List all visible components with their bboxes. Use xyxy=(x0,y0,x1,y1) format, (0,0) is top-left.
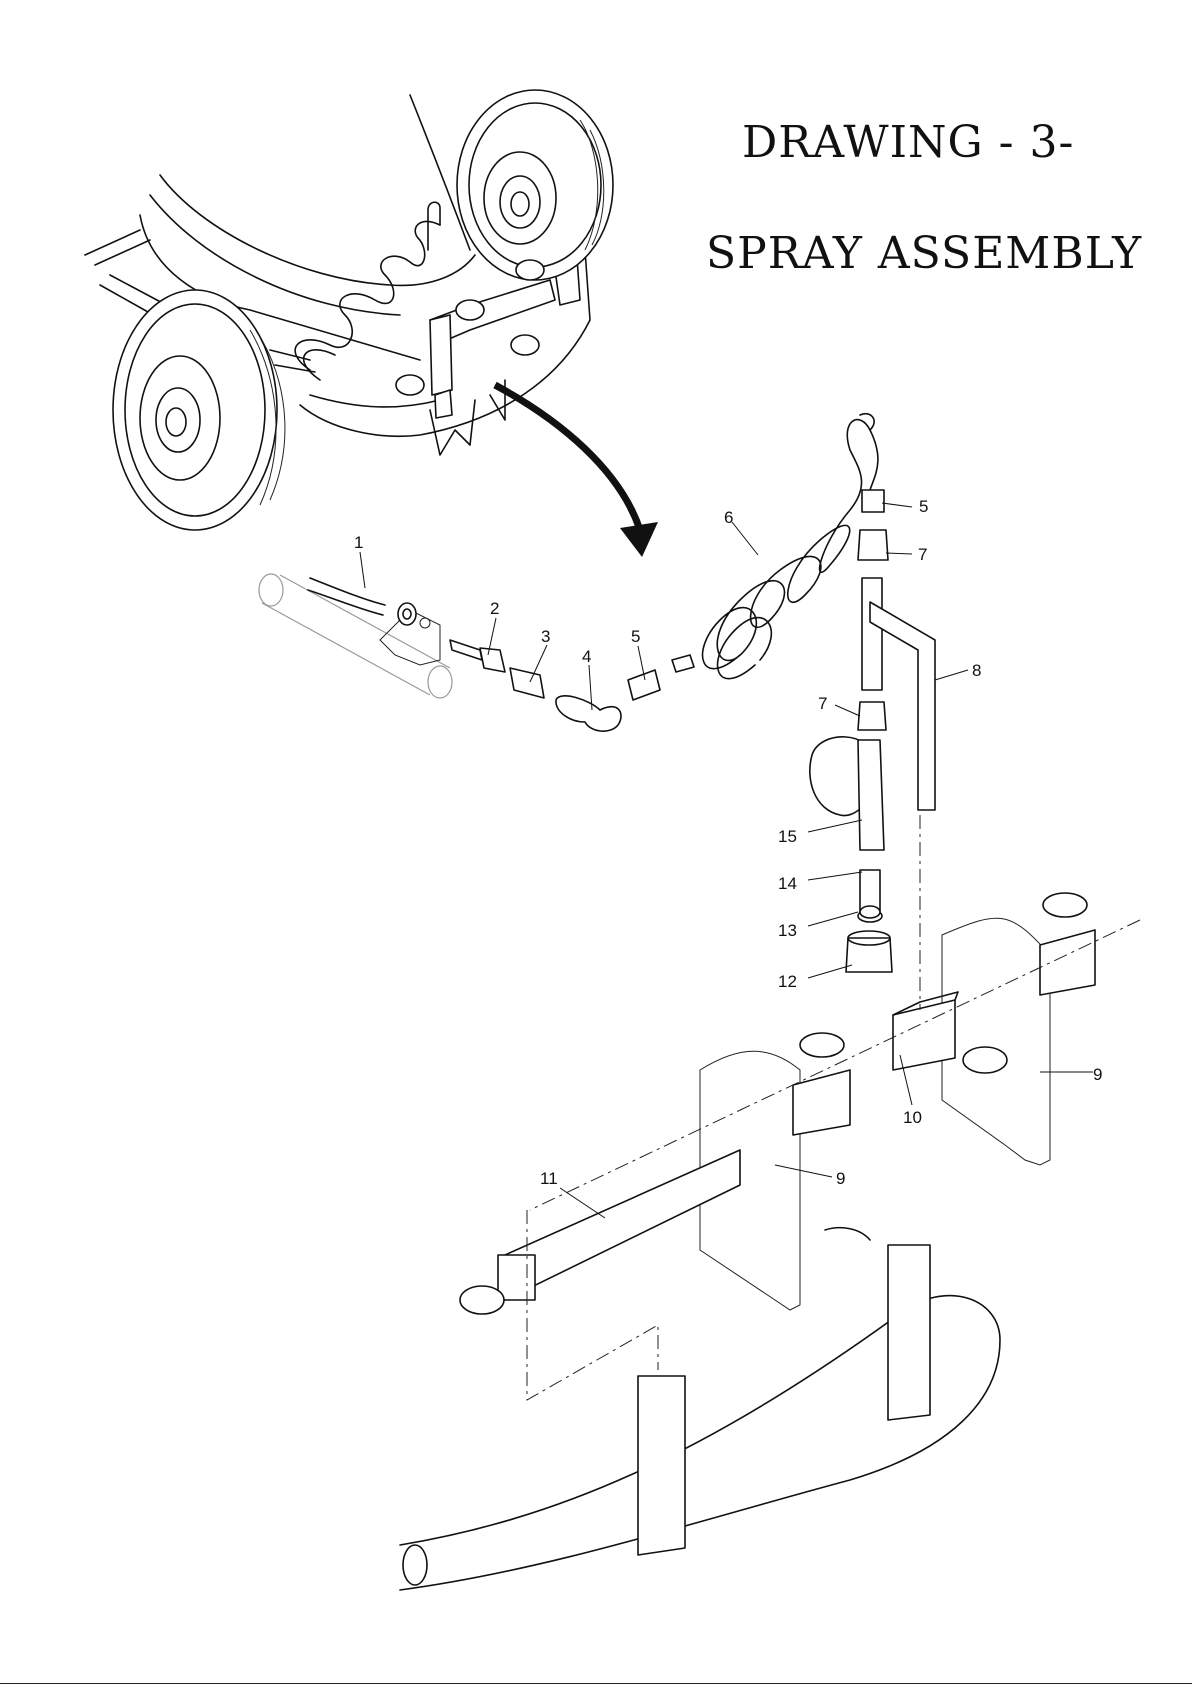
callout-13: 13 xyxy=(778,921,797,940)
callout-14: 14 xyxy=(778,874,797,893)
callout-11: 11 xyxy=(540,1169,558,1188)
callout-6: 6 xyxy=(724,508,733,527)
callout-8: 8 xyxy=(972,661,981,680)
callout-4: 4 xyxy=(582,647,591,666)
callout-9-right: 9 xyxy=(1093,1065,1102,1084)
callout-9-left: 9 xyxy=(836,1169,845,1188)
callout-15: 15 xyxy=(778,827,797,846)
callout-3: 3 xyxy=(541,627,550,646)
callout-7-top: 7 xyxy=(918,545,927,564)
callout-2: 2 xyxy=(490,599,499,618)
callout-12: 12 xyxy=(778,972,797,991)
callout-5-left: 5 xyxy=(631,627,640,646)
callout-5-top: 5 xyxy=(919,497,928,516)
callout-10: 10 xyxy=(903,1108,922,1127)
callout-1: 1 xyxy=(354,533,363,552)
callout-7-lower: 7 xyxy=(818,694,827,713)
bottom-rule xyxy=(0,1683,1192,1684)
